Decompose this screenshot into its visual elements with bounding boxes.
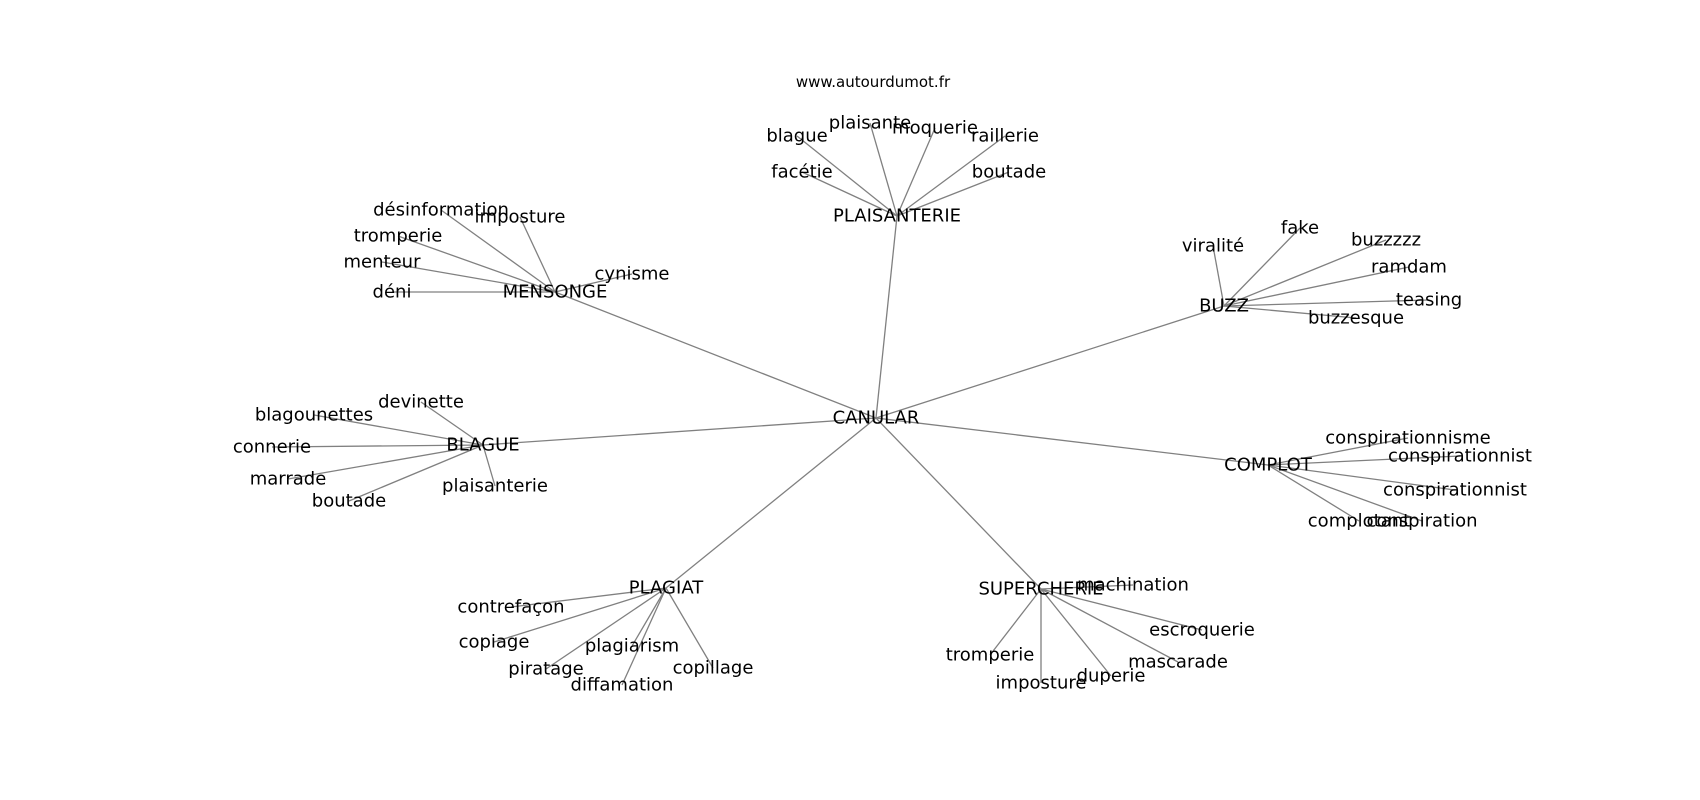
edge-center-plaisanterie <box>875 215 898 419</box>
leaf-node: machination <box>1077 575 1189 596</box>
leaf-node: imposture <box>996 673 1087 694</box>
edge-blague-leaf <box>287 444 484 480</box>
edge-complot-leaf <box>1267 464 1360 522</box>
leaf-node: blagounettes <box>255 405 373 426</box>
labels: CANULAR PLAISANTERIE blagueplaisantemoquer… <box>233 113 1532 696</box>
leaf-node: copillage <box>673 658 754 679</box>
leaf-node: désinformation <box>373 200 509 221</box>
leaf-node: buzzesque <box>1308 308 1404 329</box>
edge-supercherie-leaf <box>989 588 1042 656</box>
leaf-node: devinette <box>378 392 464 413</box>
leaf-node: conspirationnist <box>1388 446 1532 467</box>
edge-center-complot <box>875 417 1269 466</box>
leaf-node: escroquerie <box>1149 620 1255 641</box>
edge-plaisanterie-leaf <box>796 135 898 217</box>
center-node: CANULAR <box>833 408 920 429</box>
hub-node-blague: BLAGUE <box>446 435 519 456</box>
leaf-node: conspirationnist <box>1383 480 1527 501</box>
edge-blague-leaf <box>271 444 484 448</box>
edge-mensonge-leaf <box>519 216 556 293</box>
edge-plagiat-leaf <box>545 587 667 670</box>
edge-supercherie-leaf <box>1040 588 1203 631</box>
edge-buzz-leaf <box>1212 245 1225 307</box>
edge-blague-leaf <box>420 401 484 446</box>
edge-blague-leaf <box>348 444 484 502</box>
edge-plagiat-leaf <box>621 587 667 686</box>
edge-plagiat-leaf <box>631 587 667 647</box>
edge-plaisanterie-leaf <box>801 171 898 217</box>
edge-complot-leaf <box>1267 437 1409 466</box>
edge-complot-leaf <box>1267 455 1461 466</box>
leaf-node: blague <box>766 126 827 147</box>
leaf-node: teasing <box>1396 290 1462 311</box>
leaf-node: fake <box>1281 218 1319 239</box>
site-url: www.autourdumot.fr <box>796 73 951 91</box>
edges <box>271 122 1461 686</box>
leaf-node: plaisante <box>829 113 911 134</box>
edge-plaisanterie-leaf <box>869 122 898 217</box>
leaf-node: raillerie <box>971 126 1039 147</box>
edge-buzz-leaf <box>1223 266 1410 307</box>
leaf-node: déni <box>373 282 412 303</box>
edge-blague-leaf <box>482 444 496 487</box>
leaf-node: moquerie <box>892 118 978 139</box>
hub-node-plagiat: PLAGIAT <box>629 578 704 599</box>
edge-buzz-leaf <box>1223 227 1301 307</box>
leaf-node: duperie <box>1077 666 1146 687</box>
edge-plagiat-leaf <box>493 587 667 643</box>
leaf-node: tromperie <box>354 226 443 247</box>
leaf-node: menteur <box>344 252 422 273</box>
edge-center-mensonge <box>554 291 877 419</box>
edge-mensonge-leaf <box>554 273 633 293</box>
edge-complot-leaf <box>1267 464 1423 522</box>
edge-center-blague <box>482 417 877 446</box>
leaf-node: mascarade <box>1128 652 1228 673</box>
edge-buzz-leaf <box>1223 299 1430 307</box>
hub-node-supercherie: SUPERCHERIE <box>978 579 1103 600</box>
edge-supercherie-leaf <box>1040 584 1134 590</box>
leaf-node: facétie <box>771 162 832 183</box>
edge-center-supercherie <box>875 417 1042 590</box>
hub-node-mensonge: MENSONGE <box>503 282 608 303</box>
leaf-node: buzzzzz <box>1351 230 1421 251</box>
leaf-node: conspiration <box>1366 511 1477 532</box>
edge-plaisanterie-leaf <box>896 127 936 217</box>
edge-plagiat-leaf <box>510 587 667 608</box>
hub-node-buzz: BUZZ <box>1199 296 1249 317</box>
leaf-node: ramdam <box>1371 257 1447 278</box>
leaf-node: viralité <box>1182 236 1244 257</box>
edge-plaisanterie-leaf <box>896 135 1006 217</box>
edge-mensonge-leaf <box>440 209 556 293</box>
leaf-node: boutade <box>312 491 386 512</box>
leaf-node: cynisme <box>595 264 670 285</box>
leaf-node: complotant <box>1308 511 1410 532</box>
edge-buzz-leaf <box>1223 305 1357 319</box>
leaf-node: imposture <box>475 207 566 228</box>
leaf-node: marrade <box>250 469 327 490</box>
edge-supercherie-leaf <box>1040 588 1179 663</box>
edge-complot-leaf <box>1267 464 1456 491</box>
leaf-node: plaisanterie <box>442 476 548 497</box>
edge-buzz-leaf <box>1223 239 1387 307</box>
edge-mensonge-leaf <box>397 235 556 293</box>
edge-center-plagiat <box>665 417 877 589</box>
edge-supercherie-leaf <box>1040 588 1112 677</box>
leaf-node: plagiarism <box>585 636 679 657</box>
leaf-node: conspirationnisme <box>1325 428 1490 449</box>
leaf-node: contrefaçon <box>457 597 564 618</box>
edge-center-buzz <box>875 305 1225 419</box>
leaf-node: connerie <box>233 437 311 458</box>
edge-plaisanterie-leaf <box>896 171 1010 217</box>
leaf-node: boutade <box>972 162 1046 183</box>
leaf-node: copiage <box>459 632 530 653</box>
edge-mensonge-leaf <box>381 261 556 293</box>
leaf-node: diffamation <box>571 675 674 696</box>
leaf-node: tromperie <box>946 645 1035 666</box>
hub-node-complot: COMPLOT <box>1224 455 1313 476</box>
leaf-node: piratage <box>508 659 583 680</box>
edge-plagiat-leaf <box>665 587 714 669</box>
hub-node-plaisanterie: PLAISANTERIE <box>833 206 961 227</box>
edge-blague-leaf <box>313 414 484 446</box>
